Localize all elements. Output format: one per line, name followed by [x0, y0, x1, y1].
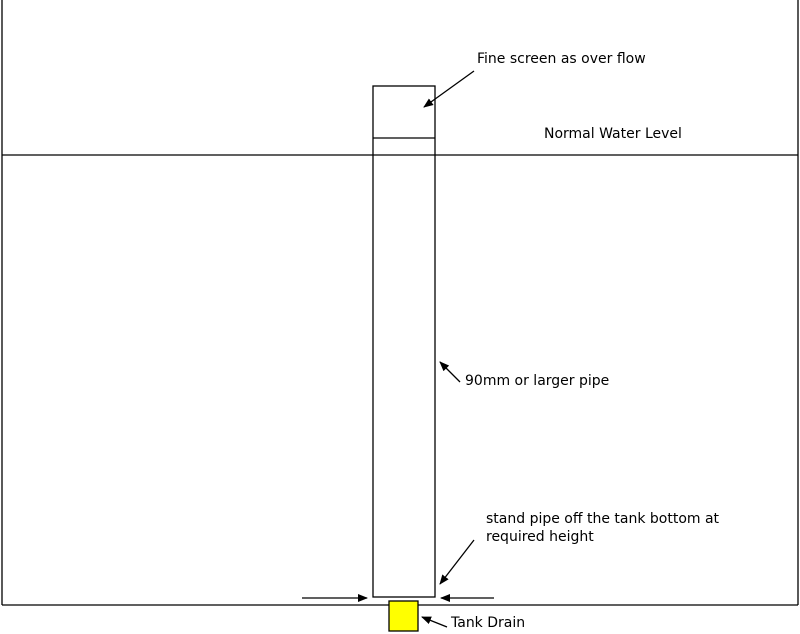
standpipe-label-line2: required height — [486, 529, 594, 545]
drain-label: Tank Drain — [450, 615, 525, 631]
standpipe-arrow — [439, 539, 475, 585]
pipe-arrow — [439, 361, 461, 383]
stand-pipe — [372, 85, 436, 598]
water-level-label: Normal Water Level — [544, 126, 682, 142]
fine-screen-arrow — [423, 70, 475, 108]
pipe-label: 90mm or larger pipe — [465, 373, 609, 389]
fine-screen-label: Fine screen as over flow — [477, 51, 646, 67]
standpipe-label-line1: stand pipe off the tank bottom at — [486, 511, 720, 527]
tank-drain — [388, 600, 419, 632]
drain-arrow — [421, 616, 448, 628]
